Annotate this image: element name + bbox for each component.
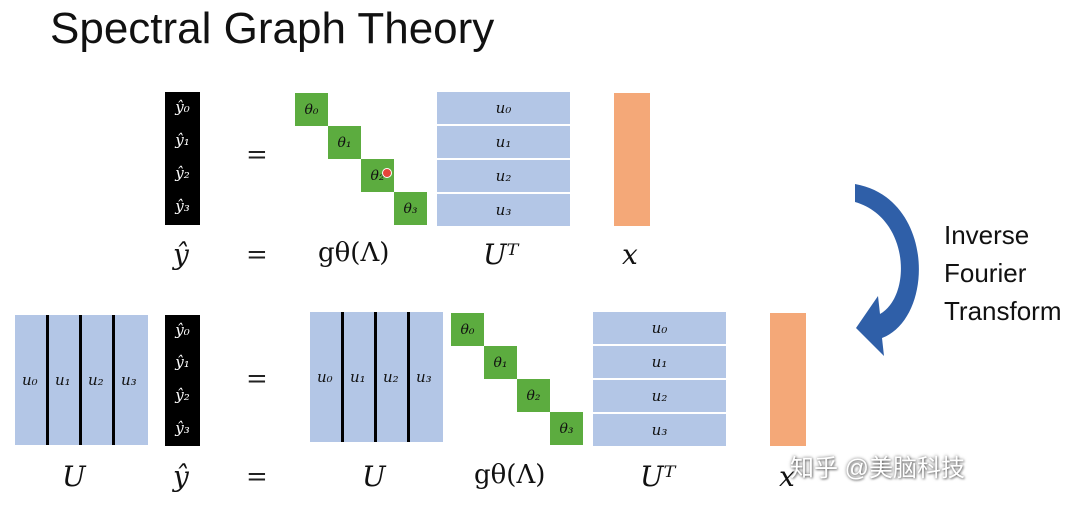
- arrow-label-line: Fourier: [944, 258, 1027, 288]
- theta-block: θ₂: [517, 379, 550, 412]
- yhat-vector-bottom: ŷ₀ ŷ₁ ŷ₂ ŷ₃: [165, 315, 200, 446]
- g-theta-label-top: gθ(Λ): [318, 238, 390, 268]
- u-matrix-left: u₀ u₁ u₂ u₃: [15, 315, 148, 445]
- ut-label-bottom: Uᵀ: [640, 460, 676, 493]
- theta-block: θ₀: [295, 93, 328, 126]
- ut-matrix-top: u₀ u₁ u₂ u₃: [437, 92, 570, 226]
- arrow-label-line: Transform: [944, 296, 1062, 326]
- yhat-entry: ŷ₁: [175, 131, 190, 149]
- u-column-label: u₂: [383, 368, 399, 386]
- theta-block: θ₀: [451, 313, 484, 346]
- u-column-label: u₃: [416, 368, 432, 386]
- ut-row: u₂: [593, 378, 726, 412]
- yhat-entry: ŷ₀: [175, 98, 190, 116]
- slide-title: Spectral Graph Theory: [50, 4, 495, 53]
- equals-label-bottom: =: [246, 462, 268, 492]
- equals-sign-bottom: =: [246, 364, 268, 394]
- g-theta-label-bottom: gθ(Λ): [474, 460, 546, 490]
- watermark-text: 知乎 @美脑科技: [790, 455, 966, 482]
- yhat-entry: ŷ₂: [175, 386, 190, 404]
- u-label-right: U: [362, 460, 386, 493]
- ut-matrix-bottom: u₀ u₁ u₂ u₃: [593, 312, 726, 446]
- ut-row: u₂: [437, 158, 570, 192]
- u-column-label: u₂: [88, 371, 104, 389]
- x-vector-top: [614, 93, 650, 226]
- ut-row: u₁: [437, 124, 570, 158]
- ut-row: u₁: [593, 344, 726, 378]
- theta-block: θ₁: [328, 126, 361, 159]
- x-label-bottom: x: [779, 460, 795, 493]
- yhat-vector-top: ŷ₀ ŷ₁ ŷ₂ ŷ₃: [165, 92, 200, 225]
- column-divider: [374, 312, 377, 442]
- u-column-label: u₃: [121, 371, 137, 389]
- yhat-label-bottom: ŷ: [173, 460, 189, 493]
- yhat-entry: ŷ₀: [175, 321, 190, 339]
- u-label-left: U: [62, 460, 86, 493]
- u-column-label: u₁: [350, 368, 366, 386]
- yhat-entry: ŷ₃: [175, 419, 190, 437]
- column-divider: [112, 315, 115, 445]
- theta-block: θ₁: [484, 346, 517, 379]
- ut-row: u₃: [593, 412, 726, 446]
- x-vector-bottom: [770, 313, 806, 446]
- pointer-dot: [382, 168, 392, 178]
- yhat-label-top: ŷ: [173, 238, 189, 271]
- yhat-entry: ŷ₂: [175, 164, 190, 182]
- ut-row: u₀: [495, 99, 512, 117]
- column-divider: [46, 315, 49, 445]
- column-divider: [341, 312, 344, 442]
- equals-sign-top: =: [246, 140, 268, 170]
- yhat-entry: ŷ₁: [175, 353, 190, 371]
- column-divider: [407, 312, 410, 442]
- arrow-label: Inverse Fourier Transform: [944, 216, 1062, 330]
- ut-row: u₀: [651, 319, 668, 337]
- equals-label-top: =: [246, 240, 268, 270]
- u-column-label: u₀: [22, 371, 38, 389]
- theta-block: θ₃: [394, 192, 427, 225]
- arrow-label-line: Inverse: [944, 220, 1030, 250]
- curved-arrow-icon: [855, 184, 919, 356]
- x-label-top: x: [622, 238, 638, 271]
- theta-block: θ₃: [550, 412, 583, 445]
- ut-label-top: Uᵀ: [483, 238, 519, 271]
- u-matrix-right: u₀ u₁ u₂ u₃: [310, 312, 443, 442]
- yhat-entry: ŷ₃: [175, 197, 190, 215]
- u-column-label: u₀: [317, 368, 333, 386]
- column-divider: [79, 315, 82, 445]
- u-column-label: u₁: [55, 371, 71, 389]
- watermark: 知乎 @美脑科技: [790, 448, 965, 483]
- ut-row: u₃: [437, 192, 570, 226]
